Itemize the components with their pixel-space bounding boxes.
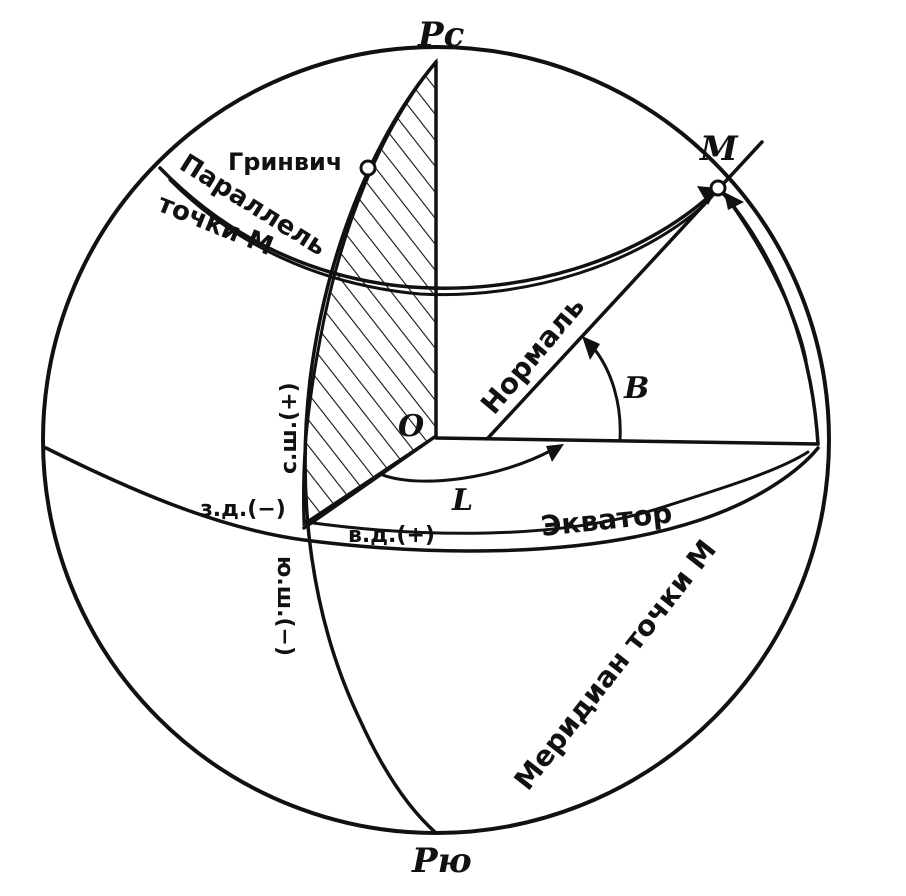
point-m-marker <box>709 179 727 197</box>
greenwich-label: Гринвич <box>228 148 342 176</box>
west-lon-label: з.д.(−) <box>200 497 286 522</box>
angle-b-label: B <box>623 371 649 406</box>
south-lat-label: ю.ш.(−) <box>272 556 297 656</box>
south-pole-label: Pю <box>411 841 472 881</box>
parallel-inner <box>168 178 706 297</box>
normal-label: Нормаль <box>474 290 591 421</box>
equator-radius <box>434 436 820 446</box>
greenwich-meridian <box>303 60 438 835</box>
angle-b-arrow <box>582 336 600 360</box>
equator-label: Экватор <box>539 496 673 543</box>
angle-b-arc <box>590 344 622 442</box>
meridian-m-inner <box>728 200 808 362</box>
equator-line <box>44 446 820 553</box>
angle-l-arrow <box>546 444 564 462</box>
equator-band <box>304 450 810 535</box>
parallel-outer <box>158 166 716 290</box>
east-lon-label: в.д.(+) <box>348 523 435 548</box>
point-m-label: M <box>699 129 739 169</box>
greenwich-marker <box>359 159 377 177</box>
center-label: O <box>398 409 424 444</box>
north-pole-label: Pc <box>417 15 465 55</box>
greenwich-radius <box>302 434 438 530</box>
angle-l-label: L <box>451 483 473 518</box>
north-lat-label: с.ш.(+) <box>277 382 302 474</box>
meridian-arrow <box>724 192 744 210</box>
meridian-label: Меридиан точки М <box>508 534 723 797</box>
angle-l-arc <box>378 448 554 483</box>
